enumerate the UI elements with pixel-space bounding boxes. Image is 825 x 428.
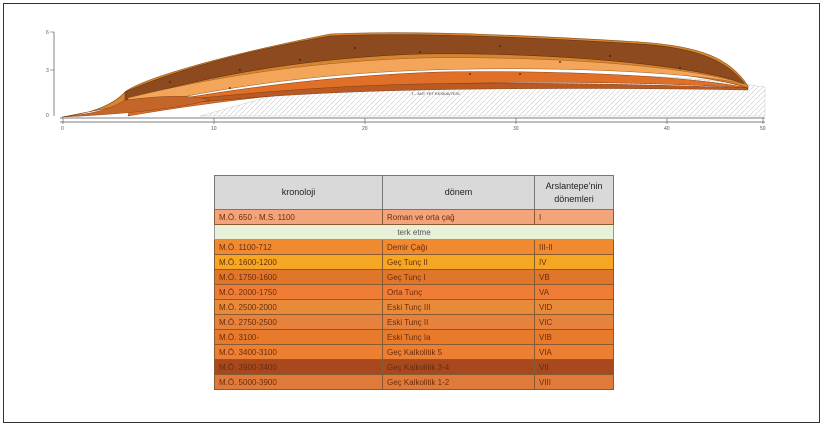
period-cell: Geç Kalkolitik 3-4 [382,359,535,375]
chronology-cell: M.Ö. 3400-3100 [214,344,383,360]
chronology-cell: M.Ö. 1100-712 [214,239,383,255]
y-tick-label: 0 [46,113,49,119]
x-tick-label: 50 [760,126,766,132]
sample-point-markers [169,45,681,89]
x-tick-label: 20 [362,126,368,132]
chronology-cell: M.Ö. 5000-3900 [214,374,383,390]
arslantepe-period-cell: VIC [534,314,614,330]
stratum-light-band [127,57,746,109]
chronology-cell: M.Ö. 2750-2500 [214,314,383,330]
period-cell: Geç Tunç I [382,269,535,285]
arslantepe-period-cell: IV [534,254,614,270]
column-header-donem: dönem [382,175,535,210]
period-cell: Demir Çağı [382,239,535,255]
x-tick-label: 10 [211,126,217,132]
arslantepe-period-cell: VIII [534,374,614,390]
chronology-cell: M.Ö. 3100- [214,329,383,345]
arslantepe-period-cell: VB [534,269,614,285]
stratum-dark-upper [124,34,746,101]
table-row: terk etme [214,224,614,240]
table-header-row: kronoloji dönem Arslantepe'nin dönemleri [214,175,614,210]
chronology-cell: M.Ö. 1750-1600 [214,269,383,285]
y-tick-label: 6 [46,30,49,36]
column-header-kronoloji: kronoloji [214,175,383,210]
period-cell: Geç Kalkolitik 5 [382,344,535,360]
abandonment-row-cell: terk etme [214,224,614,240]
stratum-lower-brown [179,83,749,105]
arslantepe-period-cell: III-II [534,239,614,255]
x-tick-label: 40 [664,126,670,132]
arslantepe-period-cell: VIB [534,329,614,345]
period-cell: Orta Tunç [382,284,535,300]
arslantepe-period-cell: VA [534,284,614,300]
period-cell: Geç Kalkolitik 1-2 [382,374,535,390]
stratum-left-slope [61,96,211,118]
period-cell: Eski Tunç Ia [382,329,535,345]
column-header-arslantepe: Arslantepe'nin dönemleri [534,175,614,210]
horizontal-scale-axis: 0 10 20 30 40 50 [60,117,766,132]
period-cell: Eski Tunç III [382,299,535,315]
arslantepe-period-cell: VIA [534,344,614,360]
chronology-cell: M.Ö. 3900-3400 [214,359,383,375]
period-cell: Eski Tunç II [382,314,535,330]
excavation-label: T... ANT YET EKSKAVTESI [411,91,460,96]
mound-strata [61,32,749,118]
chronology-cell: M.Ö. 1600-1200 [214,254,383,270]
period-cell: Roman ve orta çağ [382,209,535,225]
chronology-table: kronoloji dönem Arslantepe'nin dönemleri… [214,175,614,390]
arslantepe-period-cell: VII [534,359,614,375]
x-tick-label: 30 [513,126,519,132]
stratigraphic-section-profile: 6 3 0 0 10 20 30 40 50 T... AN [46,30,766,132]
period-cell: Geç Tunç II [382,254,535,270]
chronology-cell: M.Ö. 2500-2000 [214,299,383,315]
y-tick-label: 3 [46,68,49,74]
arslantepe-period-cell: VID [534,299,614,315]
arslantepe-period-cell: I [534,209,614,225]
vertical-scale-axis: 6 3 0 [46,30,55,119]
x-tick-label: 0 [61,126,64,132]
chronology-cell: M.Ö. 650 - M.S. 1100 [214,209,383,225]
chronology-cell: M.Ö. 2000-1750 [214,284,383,300]
